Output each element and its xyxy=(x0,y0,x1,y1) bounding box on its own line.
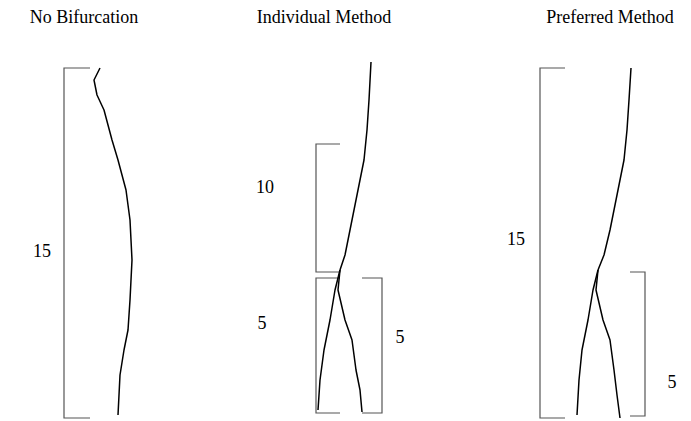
length-number: 10 xyxy=(256,178,274,198)
column-heading: Preferred Method xyxy=(546,8,673,28)
crack-line xyxy=(94,68,132,415)
column-heading: No Bifurcation xyxy=(30,8,138,28)
crack-line xyxy=(340,62,371,270)
length-number: 5 xyxy=(396,328,405,348)
crack-branch xyxy=(318,270,340,410)
length-number: 5 xyxy=(258,314,267,334)
length-bracket xyxy=(630,272,645,416)
length-bracket xyxy=(316,144,340,272)
crack-branch xyxy=(577,270,598,415)
length-number: 15 xyxy=(507,230,525,250)
length-bracket xyxy=(362,278,382,413)
crack-line xyxy=(598,68,631,270)
column-heading: Individual Method xyxy=(257,8,391,28)
crack-branch xyxy=(338,270,362,412)
length-bracket xyxy=(64,68,90,418)
crack-branch xyxy=(596,270,620,418)
length-number: 5 xyxy=(668,373,677,393)
length-number: 15 xyxy=(33,242,51,262)
length-bracket xyxy=(540,68,565,418)
